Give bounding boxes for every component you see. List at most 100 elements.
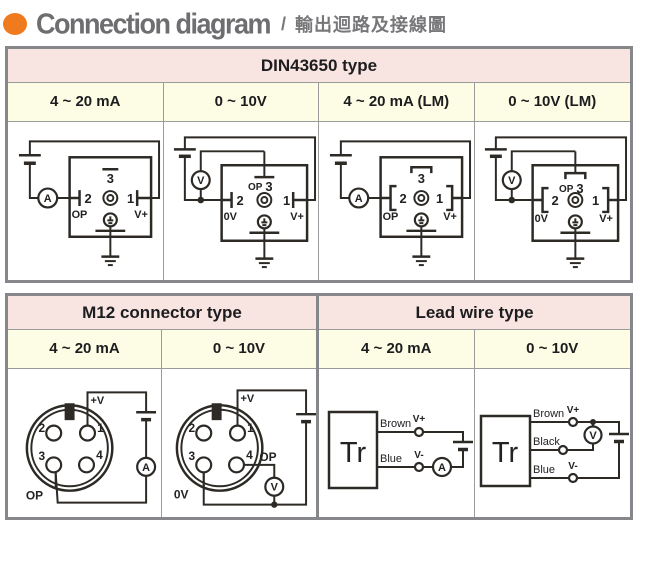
- center-keyway-icon: [413, 190, 430, 206]
- pin2-tick: [69, 190, 81, 206]
- pin3-label: 3: [107, 171, 114, 186]
- junction-dot: [507, 196, 515, 204]
- pin4-label: 4: [246, 448, 253, 462]
- pin3: [195, 456, 213, 474]
- diagram-lead-0-10v: Tr Brown V+ Black Blue V- V: [474, 369, 630, 517]
- pin3-signal: OP: [559, 184, 574, 195]
- svg-text:V: V: [197, 175, 205, 187]
- pin1-label: 1: [97, 421, 104, 435]
- diagram-din-4-20ma-lm: A 3 2 OP 1 V+: [319, 122, 475, 280]
- voltmeter-icon: V: [501, 170, 522, 191]
- transmitter-label: Tr: [491, 437, 518, 469]
- transmitter-label: Tr: [340, 437, 367, 469]
- ground-icon: [412, 255, 431, 267]
- pin3-bracket: [410, 165, 433, 174]
- op-label: OP: [26, 489, 43, 503]
- junction-dot: [196, 196, 204, 204]
- pin4-label: 4: [96, 448, 103, 462]
- plus-v-label: +V: [90, 395, 104, 407]
- page-title: Connection diagram / 輸出迴路及接線圖: [0, 0, 670, 46]
- pin1-label: 1: [283, 193, 290, 208]
- battery-icon: [453, 440, 473, 452]
- svg-text:A: A: [142, 462, 150, 474]
- pin4: [227, 456, 246, 474]
- battery-icon: [136, 410, 157, 422]
- diagram-din-4-20ma: A 3 2 OP 1 V+: [8, 122, 164, 280]
- junction-dot: [271, 501, 278, 508]
- op-label: OP: [259, 450, 276, 464]
- leadwire-table-title: Lead wire type: [319, 296, 630, 330]
- earth-terminal-icon: [102, 212, 118, 228]
- lead-col-0-10v: 0 ~ 10V: [474, 330, 630, 369]
- page-title-separator: /: [281, 13, 287, 34]
- v-minus-label: V-: [568, 461, 577, 472]
- pin2-label: 2: [188, 421, 195, 435]
- v-plus-label: V+: [566, 405, 579, 416]
- page-title-zh: 輸出迴路及接線圖: [295, 15, 448, 35]
- v-plus-label: V+: [413, 414, 426, 425]
- pin1-bracket: [601, 186, 618, 214]
- din-col-4-20ma-lm: 4 ~ 20 mA (LM): [319, 83, 475, 122]
- pin2-label: 2: [85, 191, 92, 206]
- pin1-tick: [291, 192, 307, 208]
- ammeter-icon: A: [348, 187, 370, 209]
- pin3-signal: OP: [248, 182, 263, 193]
- m12-table: M12 connector type 4 ~ 20 mA 0 ~ 10V: [8, 296, 319, 517]
- blue-wire-label: Blue: [380, 453, 402, 465]
- m12-col-4-20ma: 4 ~ 20 mA: [8, 330, 162, 369]
- pin1: [78, 424, 97, 442]
- earth-terminal-icon: [413, 212, 429, 228]
- m12-leadwire-table: M12 connector type 4 ~ 20 mA 0 ~ 10V: [5, 293, 633, 520]
- pin2: [195, 424, 213, 442]
- page-title-en: Connection diagram: [36, 7, 272, 40]
- transmitter-box: [327, 410, 379, 490]
- pin1-label: 1: [436, 191, 443, 206]
- svg-text:V: V: [589, 430, 597, 442]
- lead-col-4-20ma: 4 ~ 20 mA: [319, 330, 475, 369]
- svg-text:V: V: [271, 482, 279, 494]
- ammeter-icon: A: [37, 187, 59, 209]
- ground-icon: [565, 257, 584, 269]
- zero-v-label: 0V: [174, 488, 189, 502]
- center-keyway-icon: [255, 192, 272, 208]
- pin3: [45, 456, 63, 474]
- leadwire-table: Lead wire type 4 ~ 20 mA 0 ~ 10V Tr Brow…: [319, 296, 630, 517]
- key-notch-icon: [211, 403, 222, 421]
- pin2-bracket: [380, 184, 397, 212]
- pin3-label: 3: [418, 171, 425, 186]
- pin1-bracket: [446, 184, 463, 212]
- ammeter-icon: A: [136, 456, 157, 477]
- pin3-label: 3: [576, 181, 583, 196]
- pin3-label: 3: [188, 449, 195, 463]
- pin3-label: 3: [38, 449, 45, 463]
- ammeter-icon: A: [431, 456, 453, 478]
- center-keyway-icon: [102, 190, 119, 206]
- battery-icon: [484, 148, 507, 159]
- battery-icon: [296, 412, 316, 424]
- pin1-label: 1: [247, 421, 254, 435]
- wire: [494, 136, 627, 201]
- pin1-label: 1: [592, 193, 599, 208]
- diagram-m12-4-20ma: 2 1 3 4 +V OP A: [8, 369, 162, 517]
- pin1-signal: V+: [290, 211, 304, 223]
- pin1-label: 1: [127, 191, 134, 206]
- junction-dot: [589, 419, 596, 425]
- terminal-black: [557, 444, 568, 456]
- din-col-4-20ma: 4 ~ 20 mA: [8, 83, 164, 122]
- earth-terminal-icon: [567, 214, 583, 230]
- battery-icon: [18, 154, 41, 165]
- pin2-signal: 0V: [534, 213, 548, 225]
- pin3-bracket: [563, 171, 587, 180]
- wire: [28, 140, 161, 200]
- terminal-v-minus: [567, 472, 578, 484]
- din-col-0-10v-lm: 0 ~ 10V (LM): [474, 83, 630, 122]
- m12-table-title: M12 connector type: [8, 296, 316, 330]
- ground-icon: [254, 257, 273, 269]
- pin2-label: 2: [236, 193, 243, 208]
- svg-text:A: A: [44, 193, 52, 205]
- v-minus-label: V-: [414, 450, 423, 461]
- pin2-label: 2: [38, 421, 45, 435]
- pin3-label: 3: [265, 179, 272, 194]
- pin2-label: 2: [399, 191, 406, 206]
